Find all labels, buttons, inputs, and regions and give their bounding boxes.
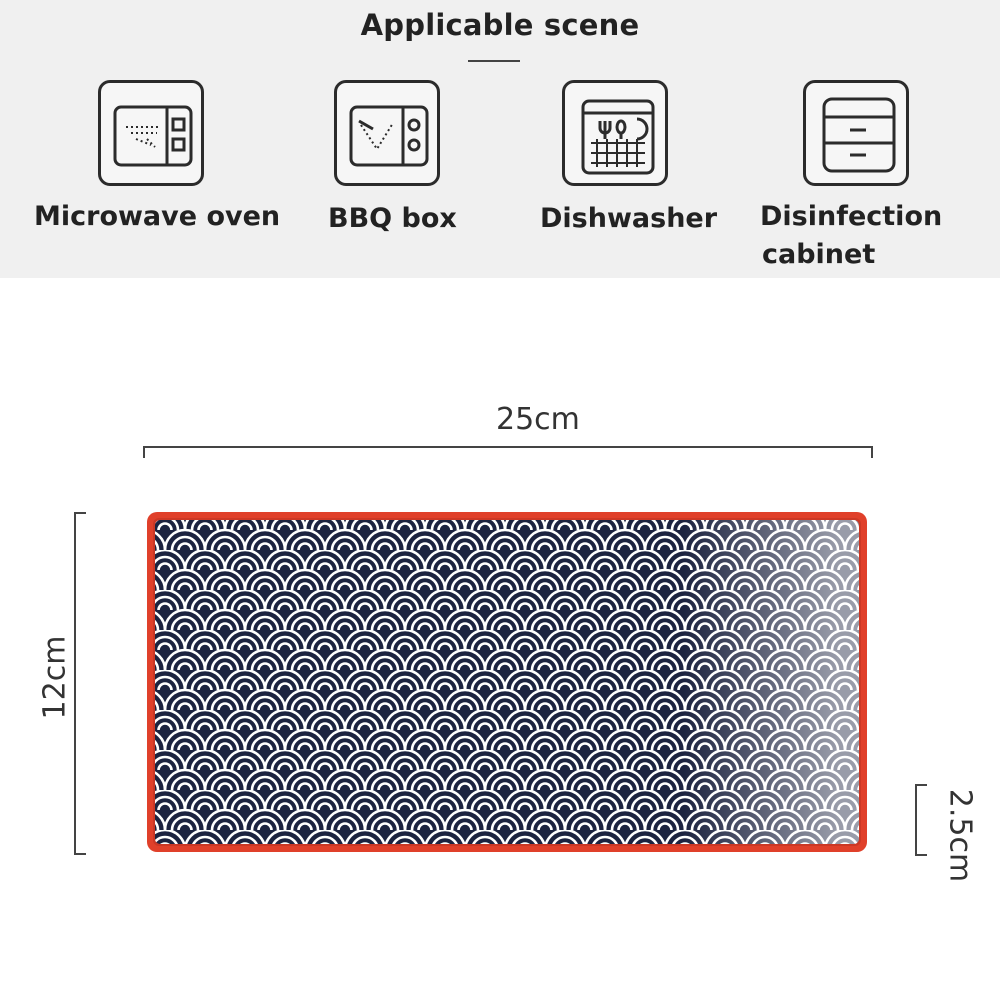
title-underline xyxy=(468,60,520,62)
height-tick-bottom xyxy=(915,854,927,856)
height-dimension-label: 2.5cm xyxy=(942,788,978,883)
scene-bbq xyxy=(334,80,440,186)
scene-disinfection-cabinet xyxy=(803,80,909,186)
length-dimension-label: 25cm xyxy=(496,402,580,437)
scene-label-disinfection-line2: cabinet xyxy=(762,239,876,270)
width-dimension-line xyxy=(74,512,76,855)
width-dimension-label: 12cm xyxy=(37,635,73,720)
height-dimension-line xyxy=(915,784,917,856)
dishwasher-icon xyxy=(562,80,668,186)
height-tick-top xyxy=(915,784,927,786)
section-title: Applicable scene xyxy=(360,8,640,42)
scene-label-dishwasher: Dishwasher xyxy=(540,203,718,234)
scene-label-disinfection-line1: Disinfection xyxy=(760,201,943,232)
microwave-icon xyxy=(98,80,204,186)
scene-label-bbq: BBQ box xyxy=(328,203,457,234)
disinfection-cabinet-icon xyxy=(803,80,909,186)
scene-label-microwave: Microwave oven xyxy=(34,201,281,232)
bbq-box-icon xyxy=(334,80,440,186)
length-dimension-line xyxy=(143,446,873,448)
length-tick-right xyxy=(871,446,873,458)
width-tick-bottom xyxy=(74,853,86,855)
length-tick-left xyxy=(143,446,145,458)
rectangular-plate-image xyxy=(145,510,869,854)
width-tick-top xyxy=(74,512,86,514)
scene-microwave xyxy=(98,80,204,186)
scene-dishwasher xyxy=(562,80,668,186)
